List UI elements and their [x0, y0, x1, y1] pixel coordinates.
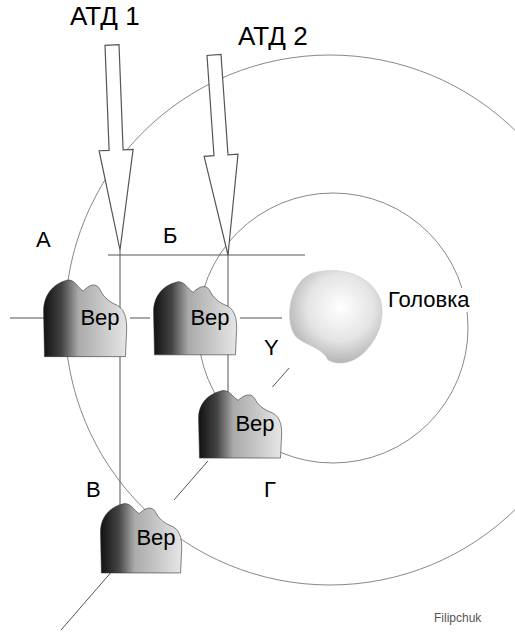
angle-label: Y	[262, 336, 281, 360]
trochanter-shape: Вер	[195, 387, 285, 461]
trochanter-shape: Вер	[97, 500, 185, 576]
trochanter-shape: Вер	[40, 276, 130, 360]
axis-connector	[240, 318, 282, 319]
axis-connector	[130, 318, 150, 319]
position-letter: А	[34, 228, 53, 252]
head-outline	[282, 268, 384, 368]
position-letter: Г	[262, 478, 278, 502]
hollow-arrow	[204, 55, 238, 256]
view-label: АТД 1	[68, 2, 142, 31]
femoral-head: Головка	[282, 268, 384, 368]
shape-fill	[154, 282, 237, 355]
position-letter: Б	[161, 224, 179, 248]
shape-fill	[199, 391, 282, 459]
trochanter-shape: Вер	[150, 278, 240, 358]
shape-fill	[101, 504, 182, 573]
projection-line	[120, 250, 121, 505]
part-name: Вер	[80, 306, 119, 330]
axis-connector	[272, 368, 289, 387]
inner-arc	[198, 193, 468, 463]
part-name: Вер	[190, 306, 229, 330]
part-name: Вер	[136, 526, 175, 550]
part-name: Вер	[235, 412, 274, 436]
axis-connector	[174, 461, 208, 500]
author-watermark: Filipchuk	[432, 612, 483, 625]
view-label: АТД 2	[236, 22, 310, 51]
shape-fill	[290, 270, 383, 363]
axis-line	[10, 318, 45, 319]
shape-fill	[44, 280, 127, 357]
position-letter: В	[84, 478, 103, 502]
level-line	[108, 255, 305, 256]
outer-arc	[65, 55, 515, 585]
part-heading: Головка	[386, 288, 472, 312]
hollow-arrow	[99, 45, 133, 250]
